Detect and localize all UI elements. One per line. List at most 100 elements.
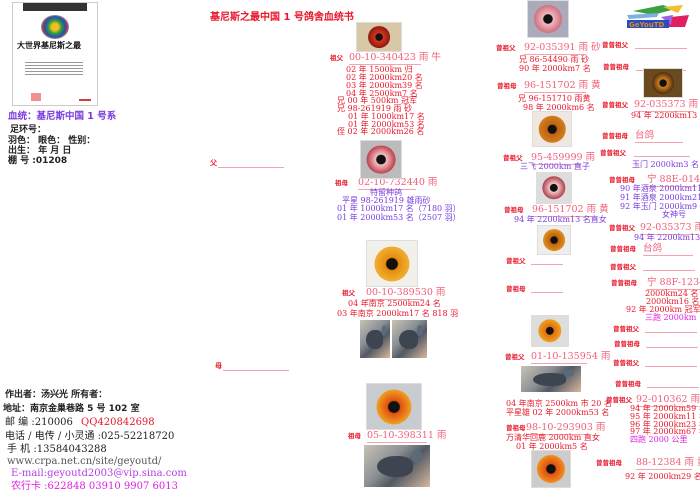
ring-number: 95-459999 雨 (531, 152, 596, 165)
grandparents-label: 祖母 (335, 179, 348, 187)
ring-number: 88-12384 雨 黄 (636, 457, 700, 470)
blank-line (635, 48, 687, 49)
blank-line (647, 387, 699, 388)
grandparents-label: 祖母 (348, 432, 361, 440)
postcode-line: 邮 编 :210006 (5, 417, 73, 428)
pigeon-eye-photo (360, 140, 402, 179)
great-great-grandparents-label: 曾曾祖父 (600, 149, 626, 157)
record-note: 92 年 2000km29 名 (625, 472, 700, 481)
record-note: 91 年酒泉 2000km21 名 (620, 193, 700, 202)
great-great-grandparents-label: 曾曾祖母 (615, 380, 641, 388)
address-line: 地址：南京金巢巷路 5 号 102 室 (3, 404, 140, 414)
mobile-line: 手 机 :13584043288 (7, 444, 107, 455)
record-note: 三飞 2000km 直子 (520, 162, 590, 171)
record-note: 平星雄 02 年 2000km53 名 (506, 408, 610, 417)
record-note: 92 年 2000km 冠军 (626, 305, 700, 314)
pigeon-bird (399, 329, 419, 349)
mother-blank-line (223, 370, 289, 371)
ring-number: 96-151702 雨 黄 (524, 80, 601, 93)
record-note: 玉门 2000km3 名 (632, 160, 699, 169)
grandparents-label: 祖父 (342, 289, 355, 297)
record-note: 90 年酒泉 2000km117 名 (620, 184, 700, 193)
ring-number: 台鸽 (643, 244, 693, 256)
iris (533, 4, 563, 34)
great-great-grandparents-label: 曾曾祖父 (602, 41, 628, 49)
great-great-grandparents-label: 曾曾祖母 (610, 245, 636, 253)
pigeon-photo (521, 366, 581, 392)
certificate-body-text (25, 61, 83, 77)
color-gender-field: 羽色： 眼色： 性别： (8, 136, 96, 146)
record-note: 2000km24 名 (645, 289, 699, 298)
iris (374, 245, 410, 282)
geyoutd-logo: GeYouTD (623, 3, 693, 31)
bloodline: 血统：基尼斯中国 1 号系 (8, 111, 117, 122)
pigeon-bird (377, 455, 414, 477)
ring-number: 02-10-732440 雨 (358, 177, 438, 190)
birth-date-field: 出生： 年 月 日 (8, 146, 72, 156)
pigeon-eye-photo (366, 383, 422, 430)
record-note: 特留种鸽 (370, 188, 402, 197)
blank-line (531, 292, 563, 293)
father-blank-line (218, 167, 284, 168)
great-grandparents-label: 曾祖父 (506, 257, 526, 265)
record-note: 01 年 1000km17 名（7180 羽） (337, 204, 461, 213)
pigeon-bird (533, 372, 566, 386)
great-grandparents-label: 曾祖母 (506, 285, 526, 293)
father-label: 父 (210, 159, 217, 167)
website-link[interactable]: www.crpa.net.cn/site/geyoutd/ (7, 456, 162, 467)
great-great-grandparents-label: 曾曾祖母 (603, 63, 629, 71)
great-grandparents-label: 曾祖母 (506, 424, 526, 432)
great-great-grandparents-label: 曾曾祖母 (602, 132, 628, 140)
ring-number: 92-035391 雨 砂 (524, 42, 601, 55)
iris (376, 388, 412, 425)
author-line: 作出者：汤兴光 所有者： (5, 390, 108, 400)
great-great-grandparents-label: 曾曾祖母 (609, 176, 635, 184)
pigeon-eye-photo (531, 315, 569, 347)
record-note: 01 年 2000km5 名 (516, 442, 588, 451)
record-note: 04 年南京 2500km 市 20 名 (506, 399, 612, 408)
red-seal (31, 93, 41, 101)
bank-card-number: 农行卡 :622848 03910 9907 6013 (11, 481, 178, 492)
guinness-certificate-image: 大世界基尼斯之最 (12, 2, 98, 106)
email-link[interactable]: E-mail:geyoutd2003@vip.sina.com (11, 468, 187, 479)
phone-line: 电话 / 电传 / 小灵通 :025-52218720 (5, 431, 175, 442)
grandparents-label: 祖父 (330, 54, 343, 62)
ring-number: 98-10-293903 雨 (526, 422, 606, 435)
record-note: 95 年 2000km11 名 (630, 412, 700, 421)
pigeon-eye-photo (356, 22, 402, 52)
pigeon-head (564, 369, 574, 377)
record-note: 90 年 2000km7 名 (519, 64, 591, 73)
pigeon-photo (364, 445, 430, 487)
iris (652, 72, 674, 94)
great-grandparents-label: 曾祖父 (505, 353, 525, 361)
blank-line (531, 264, 563, 265)
record-note: 01 年 2000km53 名（2507 羽） (337, 213, 461, 222)
great-grandparents-label: 曾祖母 (497, 82, 517, 90)
pigeon-head (381, 324, 387, 336)
record-note: 侄 02 年 2000km26 名 (337, 127, 425, 136)
iris (538, 319, 562, 343)
record-note: 2000km16 名 (646, 297, 700, 306)
record-note: 94 年 2200km13 名 (634, 233, 700, 242)
pigeon-eye-photo (536, 172, 572, 204)
great-great-grandparents-label: 曾曾祖父 (613, 359, 639, 367)
great-great-grandparents-label: 曾曾祖母 (596, 459, 622, 467)
record-note: 96 年 2000km23 名 (630, 420, 700, 429)
pigeon-eye-photo (531, 450, 571, 488)
record-note: 97 年 2000km67 名 (630, 427, 700, 436)
great-great-grandparents-label: 曾曾祖父 (606, 396, 632, 404)
pigeon-eye-photo (537, 225, 571, 255)
record-note: 04 年 2500km7 名 (346, 89, 418, 98)
record-note: 02 年 1500km 归 (346, 65, 413, 74)
ring-number: 宁 88E-01455 (647, 174, 700, 187)
great-great-grandparents-label: 曾曾祖母 (611, 279, 637, 287)
blank-line (645, 366, 697, 367)
signature (79, 93, 91, 101)
great-grandparents-label: 曾祖父 (503, 154, 523, 162)
pigeon-eye-photo (643, 68, 683, 98)
record-note: 万清华回鹿 2000km 直女 (506, 433, 600, 442)
ring-number: 宁 88F-1234 (647, 277, 700, 290)
record-note: 四跑 2000 公里 (630, 435, 688, 444)
record-note: 兄 00 年 500km 冠军 (337, 96, 418, 105)
ring-number: 台鸽 (635, 131, 683, 143)
